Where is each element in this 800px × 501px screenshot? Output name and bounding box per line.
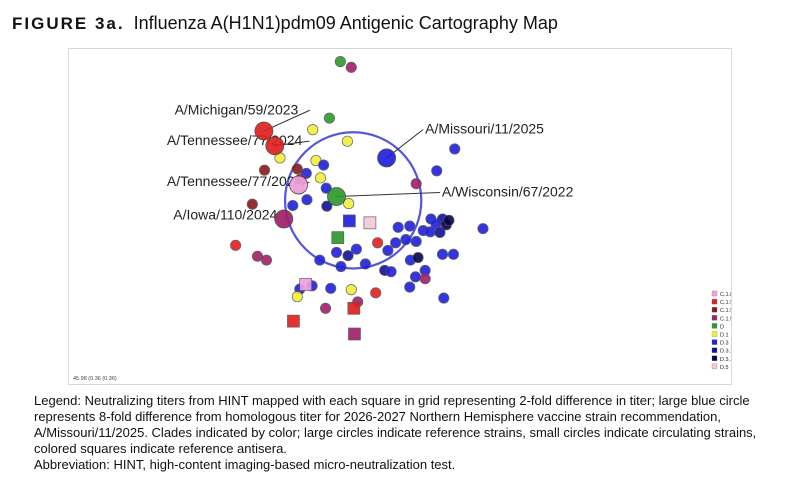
circulating-strain-point <box>370 287 382 299</box>
circulating-strain-point <box>230 239 242 251</box>
reference-strain-point <box>254 121 274 141</box>
circulating-strain-point <box>320 182 332 194</box>
circulating-strain-point <box>410 235 422 248</box>
circulating-strain-point <box>443 214 455 226</box>
circulating-strain-point <box>330 246 343 258</box>
circulating-strain-point <box>321 200 333 212</box>
circulating-strain-point <box>291 163 303 175</box>
reference-strain-point <box>289 175 308 195</box>
annotation-label: A/Missouri/11/2025 <box>425 121 544 137</box>
circulating-strain-point <box>342 250 354 262</box>
figure-label: FIGURE 3a. <box>12 14 125 33</box>
annotation-label: A/Iowa/110/2024 <box>173 207 277 223</box>
circulating-strain-point <box>404 281 416 293</box>
annotation-leader-line <box>336 192 440 198</box>
legend-swatch <box>711 315 718 321</box>
circulating-strain-point <box>314 172 326 184</box>
circulating-strain-point <box>258 164 271 176</box>
circulating-strain-point <box>447 248 459 260</box>
circulating-strain-point <box>410 178 422 190</box>
circulating-strain-point <box>260 254 273 266</box>
reference-strain-point <box>265 136 285 156</box>
reference-strain-point <box>327 187 346 206</box>
legend-label: C.1.8 <box>720 292 731 298</box>
reference-strain-point <box>377 148 397 168</box>
legend-swatch <box>711 331 718 337</box>
circulating-strain-point <box>359 258 371 270</box>
corner-readout: 45.98 (0.36 (0.36) <box>73 376 117 382</box>
annotation-label: A/Tennessee/77/2024 <box>167 173 303 189</box>
circulating-strain-point <box>424 226 436 238</box>
annotation-label: A/Wisconsin/67/2022 <box>442 184 574 200</box>
circulating-strain-point <box>409 271 422 283</box>
legend-swatch <box>711 290 718 297</box>
circulating-strain-point <box>287 199 299 212</box>
caption-abbreviation: Abbreviation: HINT, high-content imaging… <box>34 457 456 472</box>
circulating-strain-point <box>246 198 258 210</box>
threshold-circle <box>283 131 423 270</box>
reference-antiserum-square <box>299 278 312 291</box>
circulating-strain-point <box>335 260 347 273</box>
legend-label: D.5 <box>720 365 729 371</box>
legend-swatch <box>711 355 718 361</box>
legend-label: D.1 <box>720 333 729 339</box>
circulating-strain-point <box>392 221 404 233</box>
legend-swatch <box>711 323 718 329</box>
reference-antiserum-square <box>363 216 377 230</box>
circulating-strain-point <box>291 291 303 303</box>
reference-strain-point <box>274 209 294 229</box>
circulating-strain-point <box>345 284 357 296</box>
circulating-strain-point <box>307 124 319 136</box>
legend-label: D.3 <box>720 341 729 347</box>
circulating-strain-point <box>314 254 326 266</box>
legend-label: C.1.9 <box>720 300 731 306</box>
circulating-strain-point <box>436 248 449 260</box>
circulating-strain-point <box>301 194 313 206</box>
circulating-strain-point <box>341 135 353 147</box>
legend-swatch <box>711 307 718 313</box>
circulating-strain-point <box>477 223 489 235</box>
legend-label: D.3.1.1 <box>720 357 731 363</box>
circulating-strain-point <box>320 302 332 314</box>
legend-label: C.1.9.3 <box>720 316 731 322</box>
caption-legend: Legend: Neutralizing titers from HINT ma… <box>34 393 757 456</box>
legend-swatch <box>711 363 718 370</box>
circulating-strain-point <box>372 237 384 249</box>
circulating-strain-point <box>404 220 416 232</box>
circulating-strain-point <box>323 112 335 124</box>
antigenic-map-canvas: A/Michigan/59/2023A/Tennessee/77/2024A/T… <box>73 56 731 382</box>
figure-caption: Legend: Neutralizing titers from HINT ma… <box>34 393 782 473</box>
legend-swatch <box>711 298 718 305</box>
circulating-strain-point <box>419 273 431 285</box>
reference-antiserum-square <box>348 327 361 341</box>
reference-antiserum-square <box>331 231 345 244</box>
reference-antiserum-square <box>342 214 356 228</box>
figure-title: FIGURE 3a. Influenza A(H1N1)pdm09 Antige… <box>12 13 558 34</box>
circulating-strain-point <box>350 243 362 255</box>
circulating-strain-point <box>325 282 337 294</box>
circulating-strain-point <box>400 234 412 246</box>
circulating-strain-point <box>318 159 330 171</box>
annotation-label: A/Michigan/59/2023 <box>175 101 299 117</box>
circulating-strain-point <box>345 61 357 73</box>
legend-swatch <box>711 339 718 345</box>
legend-label: D.3.1 <box>720 349 731 355</box>
reference-antiserum-square <box>287 314 300 328</box>
reference-antiserum-square <box>347 301 361 315</box>
legend-label: D <box>720 324 724 330</box>
circulating-strain-point <box>382 244 394 257</box>
circulating-strain-point <box>431 165 443 177</box>
circulating-strain-point <box>334 56 346 68</box>
circulating-strain-point <box>390 237 402 249</box>
circulating-strain-point <box>412 251 424 264</box>
figure-name: Influenza A(H1N1)pdm09 Antigenic Cartogr… <box>133 13 558 33</box>
legend-label: C.1.9.1 <box>720 308 731 314</box>
circulating-strain-point <box>449 143 461 155</box>
legend-swatch <box>711 347 718 353</box>
circulating-strain-point <box>343 198 355 210</box>
circulating-strain-point <box>434 226 446 239</box>
circulating-strain-point <box>438 292 450 304</box>
circulating-strain-point <box>385 266 397 278</box>
